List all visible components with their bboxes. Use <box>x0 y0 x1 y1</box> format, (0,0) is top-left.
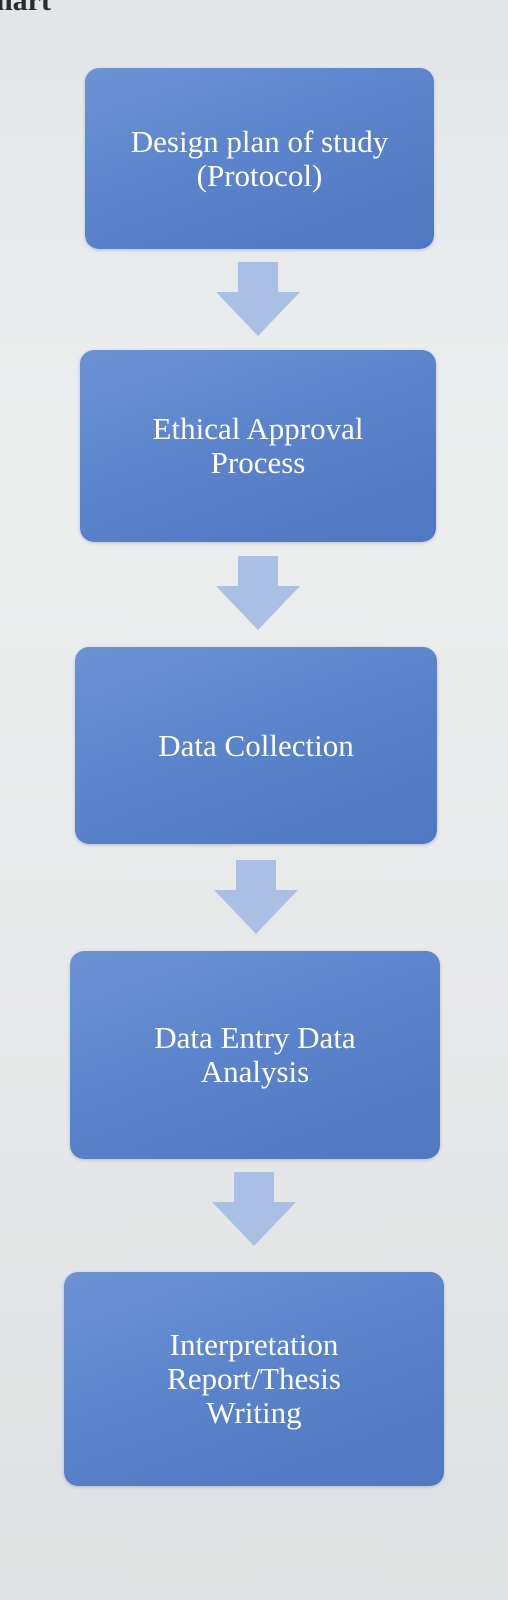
step-data-collection-label: Data Collection <box>158 727 354 763</box>
step-design-plan-box: Design plan of study (Protocol) <box>85 68 434 249</box>
down-arrow-icon <box>216 262 300 336</box>
step-interpretation-report-label: Interpretation Report/Thesis Writing <box>167 1327 341 1430</box>
down-arrow-icon <box>216 556 300 630</box>
step-interpretation-report-box: Interpretation Report/Thesis Writing <box>64 1272 444 1486</box>
down-arrow-icon <box>212 1172 296 1246</box>
step-data-entry-analysis-label: Data Entry Data Analysis <box>154 1020 356 1089</box>
step-design-plan-label: Design plan of study (Protocol) <box>130 123 389 193</box>
step-ethical-approval-box: Ethical Approval Process <box>80 350 436 542</box>
step-ethical-approval-label: Ethical Approval Process <box>152 411 364 480</box>
step-data-collection-box: Data Collection <box>75 647 437 844</box>
down-arrow-icon <box>214 860 298 934</box>
page-heading: hart <box>0 0 51 17</box>
step-data-entry-analysis-box: Data Entry Data Analysis <box>70 951 440 1159</box>
